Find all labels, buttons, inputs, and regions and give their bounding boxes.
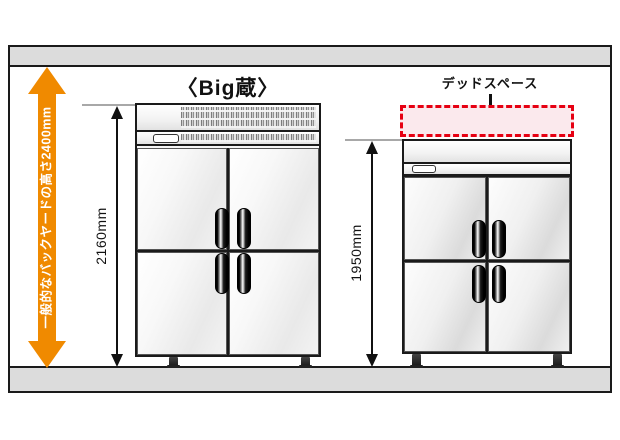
door-top-left [137,148,227,250]
arrow-down-head-icon [28,341,66,368]
left-vent-panel [137,105,319,130]
ceiling-band [10,47,610,67]
left-control-strip [137,132,319,144]
floor-band [10,366,610,391]
arrow-up-head-icon [366,141,378,154]
left-dim-arrow-icon [110,106,124,367]
arrow-shaft [371,150,373,358]
dead-space-label: デッドスペース [441,76,539,91]
leg [551,354,564,368]
arrow-shaft [38,92,56,343]
door-handle [237,253,251,294]
dead-space-box [400,105,574,137]
right-top-panel [404,141,570,162]
divider [137,130,319,132]
vent-grille-icon [181,107,316,128]
backyard-height-arrow-icon: 一般的なバックヤードの高さ2400mm [28,67,66,368]
right-dim-arrow-icon [365,141,379,367]
divider [137,144,319,146]
control-display [153,134,179,143]
vent-grille-icon [181,134,316,142]
left-refrigerator [135,103,321,357]
door-handle [492,220,506,258]
left-unit-title: 〈Big蔵〉 [176,77,280,100]
divider [404,174,570,177]
door-handle [215,208,229,249]
divider [404,162,570,164]
right-doors [404,177,570,352]
leg [167,357,180,368]
door-handle [492,265,506,303]
left-unit-height-label: 2160mm [93,207,109,265]
left-dim-tick [82,104,135,106]
door-handle [472,265,486,303]
left-doors [137,148,319,355]
control-display [412,165,436,173]
arrow-down-head-icon [366,354,378,367]
right-control-strip [404,164,570,174]
door-bottom-left [137,252,227,355]
right-unit-height-label: 1950mm [348,224,364,282]
door-handle [215,253,229,294]
leg [299,357,312,368]
leg [410,354,423,368]
arrow-shaft [116,115,118,358]
backyard-height-label: 一般的なバックヤードの高さ2400mm [39,106,54,329]
right-dim-tick [345,139,402,141]
arrow-up-head-icon [28,67,66,94]
arrow-up-head-icon [111,106,123,119]
right-refrigerator [402,139,572,354]
door-handle [472,220,486,258]
door-handle [237,208,251,249]
arrow-down-head-icon [111,354,123,367]
